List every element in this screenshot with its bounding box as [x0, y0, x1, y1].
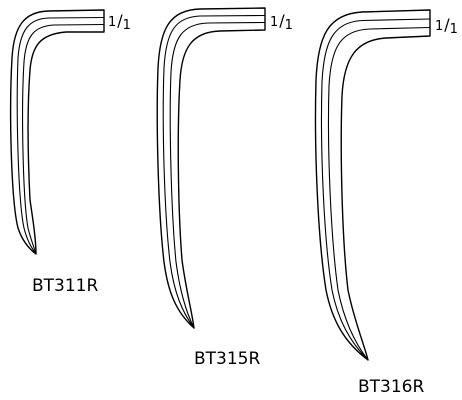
ratio-label-bt311r: 1/1 [108, 11, 131, 33]
needle-bt311r: 1/1 BT311R [9, 9, 131, 296]
code-label-bt311r: BT311R [32, 276, 98, 296]
needle-bt311r-outline [9, 9, 105, 255]
needle-bt315r-groove-1 [162, 14, 266, 329]
needle-bt311r-groove-1 [16, 16, 105, 255]
needle-bt315r-groove-2 [169, 21, 266, 329]
needle-bt316r-groove-1 [320, 18, 431, 361]
ratio-label-bt315r: 1/1 [270, 11, 293, 33]
needle-bt316r-outline [314, 9, 431, 361]
needle-bt316r: 1/1 BT316R [314, 9, 458, 397]
needle-bt311r-groove-2 [22, 23, 105, 255]
needle-bt316r-groove-2 [327, 26, 431, 361]
ratio-label-bt316r: 1/1 [435, 15, 458, 37]
code-label-bt316r: BT316R [358, 377, 424, 397]
code-label-bt315r: BT315R [194, 349, 260, 369]
needle-bt315r: 1/1 BT315R [156, 7, 293, 369]
